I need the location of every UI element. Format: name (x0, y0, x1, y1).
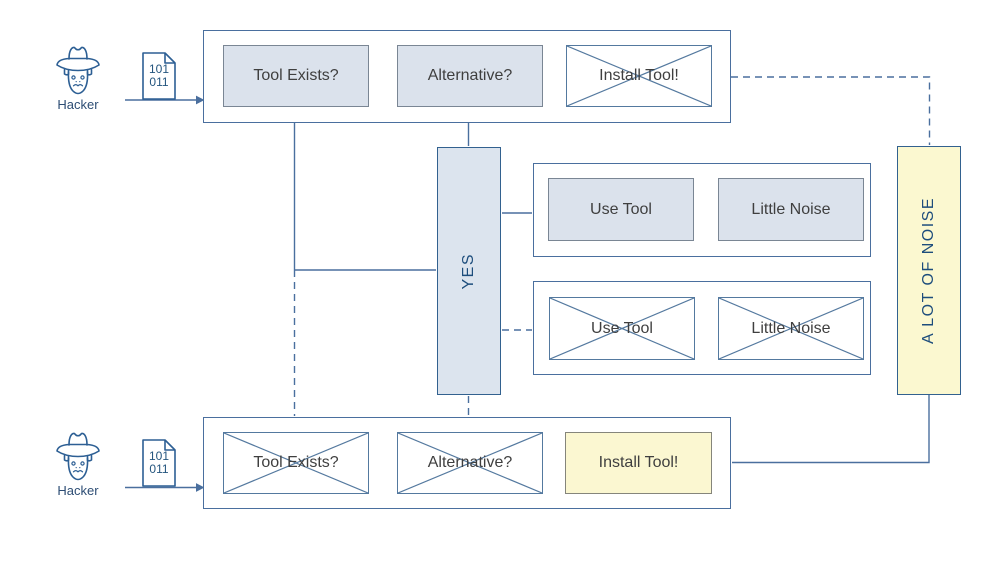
cross-out-icon (398, 433, 542, 493)
arrow-top-head (196, 95, 205, 105)
node-a-lot-of-noise: A LOT OF NOISE (897, 146, 961, 395)
node-label: Tool Exists? (253, 67, 339, 84)
bottom-flow-container: Tool Exists? Alternative? Install Tool! (203, 417, 731, 509)
node-label: Install Tool! (599, 67, 679, 84)
binary-line-2: 011 (149, 462, 169, 476)
node-label: Use Tool (591, 319, 653, 337)
node-label: Little Noise (751, 319, 831, 337)
node-tool-exists-bottom-crossed: Tool Exists? (223, 432, 369, 494)
hacker-icon (56, 432, 100, 481)
node-alternative-top: Alternative? (397, 45, 543, 107)
node-label: Alternative? (427, 454, 513, 471)
hacker-actor-top: Hacker (47, 44, 109, 112)
node-label: Use Tool (590, 200, 652, 218)
node-label: Tool Exists? (253, 454, 339, 471)
cross-out-icon (719, 298, 863, 359)
top-flow-container: Tool Exists? Alternative? Install Tool! (203, 30, 731, 123)
node-label: Install Tool! (598, 454, 679, 471)
document-icon (142, 52, 176, 100)
hacker-icon (56, 46, 100, 95)
node-label: Little Noise (751, 200, 831, 218)
node-install-tool-top-crossed: Install Tool! (566, 45, 712, 107)
binary-line-1: 101 (148, 62, 170, 76)
node-use-tool-crossed: Use Tool (549, 297, 695, 360)
binary-line-1: 101 (148, 449, 170, 463)
use-tool-container: Use Tool Little Noise (533, 163, 871, 257)
binary-file-icon-top: 101 011 (142, 52, 176, 100)
binary-line-2: 011 (149, 75, 169, 89)
node-alternative-bottom-crossed: Alternative? (397, 432, 543, 494)
noise-label: A LOT OF NOISE (920, 197, 937, 344)
node-little-noise: Little Noise (718, 178, 864, 241)
cross-out-icon (567, 46, 711, 106)
node-install-tool-bottom: Install Tool! (565, 432, 712, 494)
binary-file-text: 101 011 (142, 52, 176, 100)
cross-out-icon (224, 433, 368, 493)
hacker-actor-bottom: Hacker (47, 430, 109, 498)
node-yes: YES (437, 147, 501, 395)
cross-out-icon (550, 298, 694, 359)
connector-noise-bottomcontainer (732, 395, 930, 464)
hacker-label: Hacker (57, 483, 99, 498)
crossed-use-tool-container: Use Tool Little Noise (533, 281, 871, 375)
connector-topcontainer-noise-dashed (731, 76, 931, 145)
node-little-noise-crossed: Little Noise (718, 297, 864, 360)
arrow-bottom-head (196, 483, 205, 492)
node-label: Alternative? (427, 67, 513, 84)
binary-file-text: 101 011 (142, 439, 176, 487)
node-tool-exists-top: Tool Exists? (223, 45, 369, 107)
binary-file-icon-bottom: 101 011 (142, 439, 176, 487)
node-use-tool: Use Tool (548, 178, 694, 241)
hacker-label: Hacker (57, 97, 99, 112)
document-icon (142, 439, 176, 487)
yes-label: YES (460, 252, 477, 290)
